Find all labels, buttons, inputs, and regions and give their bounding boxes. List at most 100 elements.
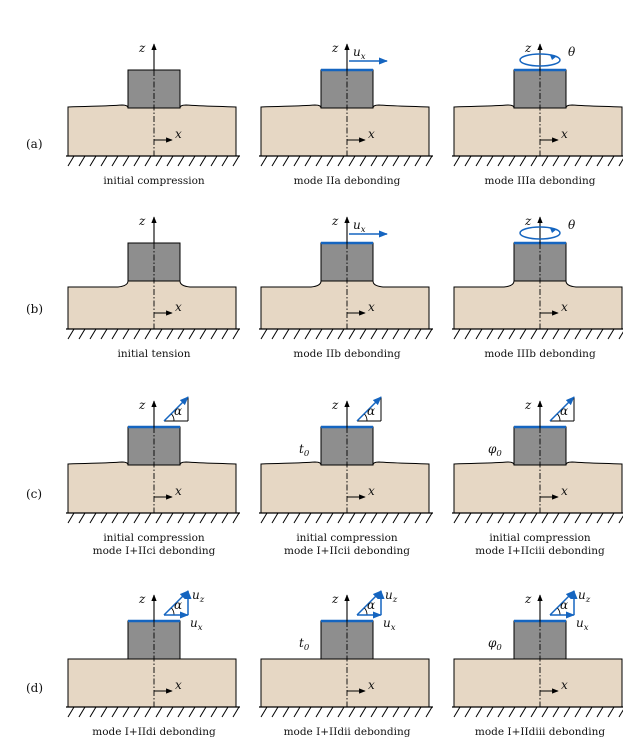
- ground-hatch: [67, 155, 240, 167]
- hatch-mark: [497, 512, 505, 524]
- alpha-label: α: [367, 598, 375, 612]
- hatch-mark: [67, 328, 75, 340]
- hatch-mark: [497, 155, 505, 167]
- hatch-mark: [111, 706, 119, 718]
- hatch-mark: [574, 706, 582, 718]
- t0-label-sub: 0: [304, 643, 310, 653]
- hatch-mark: [155, 512, 163, 524]
- uz-label-sub: z: [585, 595, 591, 605]
- soft-substrate: [67, 658, 237, 708]
- hatch-mark: [293, 706, 301, 718]
- z-axis-label: z: [138, 398, 146, 412]
- ux-label-main: u: [190, 616, 198, 630]
- soft-substrate: [67, 280, 237, 330]
- soft-substrate: [260, 104, 430, 157]
- hatch-mark: [210, 706, 218, 718]
- inclined-load-arrow: [163, 396, 189, 422]
- uz-label-main: u: [192, 588, 200, 602]
- hatch-mark: [563, 155, 571, 167]
- soft-substrate: [260, 658, 430, 708]
- ground-hatch: [453, 706, 623, 718]
- z-axis-label: z: [331, 592, 339, 606]
- hatch-mark: [67, 155, 75, 167]
- hatch-mark: [89, 706, 97, 718]
- hatch-mark: [221, 706, 229, 718]
- hatch-mark: [574, 328, 582, 340]
- hatch-mark: [304, 328, 312, 340]
- t0-label-sub: 0: [304, 449, 310, 459]
- hatch-mark: [144, 155, 152, 167]
- hatch-mark: [508, 328, 516, 340]
- hatch-mark: [414, 512, 422, 524]
- row-label-1: (b): [26, 302, 43, 316]
- panel-caption: initial compression: [103, 175, 205, 187]
- t0-label: t0: [299, 636, 310, 653]
- hatch-mark: [453, 706, 461, 718]
- ux-label-main: u: [353, 218, 361, 232]
- hatch-mark: [78, 706, 86, 718]
- hatch-mark: [122, 155, 130, 167]
- hatch-mark: [519, 706, 527, 718]
- z-axis-label: z: [331, 214, 339, 228]
- hatch-mark: [155, 706, 163, 718]
- hatch-mark: [67, 706, 75, 718]
- panel-caption: mode I+IIci debonding: [93, 545, 216, 557]
- soft-substrate: [260, 280, 430, 330]
- hatch-mark: [293, 155, 301, 167]
- ux-label-sub: x: [198, 623, 203, 633]
- hatch-mark: [89, 155, 97, 167]
- hatch-mark: [177, 155, 185, 167]
- hatch-mark: [210, 155, 218, 167]
- hatch-mark: [111, 155, 119, 167]
- hatch-mark: [370, 512, 378, 524]
- hatch-mark: [607, 328, 615, 340]
- hatch-mark: [304, 155, 312, 167]
- hatch-mark: [337, 328, 345, 340]
- hatch-mark: [177, 706, 185, 718]
- alpha-angle-arc: [557, 413, 561, 422]
- hatch-mark: [67, 512, 75, 524]
- alpha-label: α: [174, 404, 182, 418]
- theta-label: θ: [568, 218, 576, 232]
- hatch-mark: [392, 155, 400, 167]
- hatch-mark: [326, 512, 334, 524]
- x-axis-label: x: [561, 127, 568, 141]
- panel-caption: initial tension: [117, 348, 190, 360]
- hatch-mark: [414, 155, 422, 167]
- hatch-mark: [596, 155, 604, 167]
- hatch-mark: [100, 328, 108, 340]
- inclined-load-arrow: [356, 396, 382, 422]
- hatch-mark: [530, 328, 538, 340]
- hatch-mark: [414, 706, 422, 718]
- hatch-mark: [381, 155, 389, 167]
- hatch-mark: [337, 155, 345, 167]
- ground-hatch: [260, 328, 433, 340]
- hatch-mark: [304, 512, 312, 524]
- inclined-load-arrow: [549, 590, 575, 616]
- hatch-mark: [381, 328, 389, 340]
- hatch-mark: [585, 706, 593, 718]
- hatch-mark: [585, 328, 593, 340]
- soft-substrate: [260, 461, 430, 514]
- hatch-mark: [359, 155, 367, 167]
- hatch-mark: [392, 328, 400, 340]
- ux-label-main: u: [383, 616, 391, 630]
- hatch-mark: [596, 328, 604, 340]
- hatch-mark: [337, 706, 345, 718]
- ux-label-main: u: [576, 616, 584, 630]
- hatch-mark: [155, 155, 163, 167]
- panel-caption: initial compression: [296, 532, 398, 544]
- hatch-mark: [177, 512, 185, 524]
- hatch-mark: [414, 328, 422, 340]
- hatch-mark: [574, 155, 582, 167]
- hatch-mark: [530, 706, 538, 718]
- hatch-mark: [552, 155, 560, 167]
- ux-label: ux: [576, 616, 589, 633]
- hatch-mark: [453, 512, 461, 524]
- phi0-label-main: φ: [488, 636, 497, 650]
